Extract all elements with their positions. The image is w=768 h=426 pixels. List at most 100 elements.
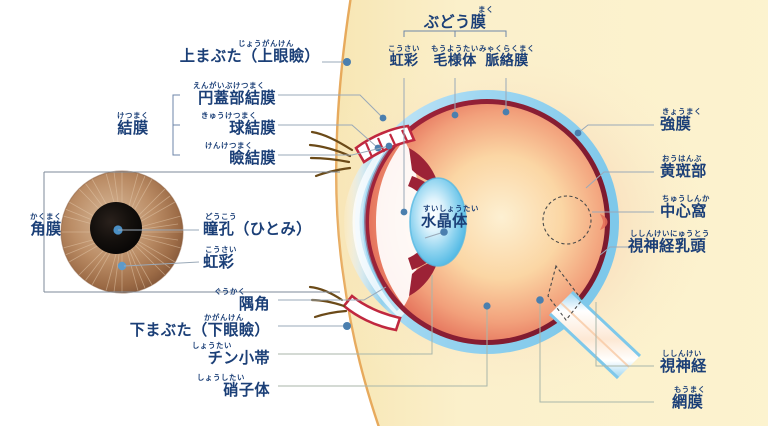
label-conjunctiva-group: けつまく 結膜: [100, 112, 166, 136]
leader-angle: [278, 286, 387, 301]
lens-shape: [409, 177, 467, 267]
leader-iris-front: [123, 261, 200, 267]
label-lens-text: 水晶体: [421, 211, 468, 230]
optic-disc-dashed-shape: [547, 264, 583, 321]
ruby-vitreous: しょうしたい: [197, 373, 245, 382]
label-sclera-text: 強膜: [660, 114, 692, 133]
bracket-uvea: [403, 30, 507, 37]
label-iris-top: こうさい 虹彩: [372, 45, 436, 68]
leader-lower-eyelid: [278, 322, 351, 330]
label-sclera: きょうまく 強膜: [660, 108, 740, 132]
iris-marker-dot: [117, 261, 127, 271]
label-fornix-conjunctiva: えんがいぶけつまく 円蓋部結膜: [182, 82, 276, 106]
ruby-conjunctiva-group: けつまく: [117, 111, 149, 120]
macula-dashed-circle: [542, 195, 592, 245]
ruby-lens: すいしょうたい: [423, 204, 479, 213]
dashed-callouts: [542, 195, 592, 321]
leader-ciliary-body: [451, 78, 459, 119]
leader-sclera: [574, 124, 654, 137]
label-cornea: かくまく 角膜: [16, 213, 76, 237]
leader-choroid: [502, 78, 510, 116]
ruby-fovea: ちゅうしんか: [662, 194, 710, 203]
label-cornea-text: 角膜: [30, 219, 62, 238]
label-conjunctiva-group-text: 結膜: [117, 118, 149, 137]
label-optic-nerve: ししんけい 視神経: [660, 350, 750, 374]
fovea-notch: [600, 214, 608, 230]
leader-retina: [536, 296, 654, 403]
ruby-iris-top: こうさい: [388, 44, 420, 53]
ruby-fornix-conjunctiva: えんがいぶけつまく: [193, 81, 265, 90]
label-angle-text: 隅角: [238, 294, 270, 313]
label-bulbar-conjunctiva: きゅうけつまく 球結膜: [182, 112, 276, 136]
label-iris-top-text: 虹彩: [389, 52, 419, 69]
label-iris-front: こうさい 虹彩: [203, 246, 283, 270]
label-bulbar-conjunctiva-text: 球結膜: [229, 118, 276, 137]
ruby-retina: もうまく: [674, 385, 706, 394]
label-iris-front-text: 虹彩: [203, 252, 235, 271]
label-upper-eyelid: じょうがんけん 上まぶた（上眼瞼）: [130, 40, 320, 64]
ruby-optic-disc: ししんけいにゅうとう: [630, 229, 710, 238]
upper-eyelid-shape: [354, 124, 416, 164]
ruby-ciliary-body: もうようたい: [431, 44, 479, 53]
label-choroid-text: 脈絡膜: [485, 52, 529, 69]
ruby-cornea: かくまく: [30, 212, 62, 221]
label-palpebral-conjunctiva: けんけつまく 瞼結膜: [182, 142, 276, 166]
label-pupil: どうこう 瞳孔（ひとみ）: [203, 213, 343, 237]
eyeball-cross-section: [344, 90, 642, 380]
ruby-sclera: きょうまく: [662, 107, 702, 116]
label-vitreous: しょうしたい 硝子体: [172, 374, 270, 398]
label-pupil-text: 瞳孔（ひとみ）: [203, 219, 312, 238]
label-ciliary-body: もうようたい 毛様体: [418, 45, 492, 68]
label-fornix-conjunctiva-text: 円蓋部結膜: [198, 88, 276, 107]
label-lower-eyelid: かがんけん 下まぶた（下眼瞼）: [110, 314, 270, 338]
label-choroid: みゃくらくまく 脈絡膜: [470, 45, 544, 68]
leader-vitreous: [278, 302, 491, 387]
label-retina: もうまく 網膜: [672, 386, 752, 410]
leader-optic-disc: [599, 246, 654, 256]
label-optic-nerve-text: 視神経: [660, 356, 707, 375]
ruby-choroid: みゃくらくまく: [479, 44, 535, 53]
ruby-upper-eyelid: じょうがんけん: [238, 39, 294, 48]
label-fovea: ちゅうしんか 中心窩: [660, 195, 750, 219]
leader-zonule: [278, 275, 433, 355]
bracket-cornea-box: [43, 171, 340, 293]
optic-nerve-shape: [548, 290, 642, 380]
label-lens: すいしょうたい 水晶体: [421, 205, 501, 229]
label-macula-text: 黄斑部: [660, 161, 707, 180]
upper-eyelashes: [308, 130, 354, 178]
leader-lens: [424, 228, 448, 239]
ruby-iris-front: こうさい: [205, 245, 237, 254]
ruby-angle: ぐうかく: [214, 287, 246, 296]
label-uvea-group: まく ぶどう膜: [410, 6, 500, 30]
label-uvea-group-text: ぶどう膜: [423, 12, 487, 31]
leader-palpebral-conjunctiva: [278, 142, 393, 156]
label-fovea-text: 中心窩: [660, 201, 707, 220]
leader-macula: [585, 171, 654, 189]
ruby-zonule: しょうたい: [192, 341, 232, 350]
label-palpebral-conjunctiva-text: 瞼結膜: [229, 148, 276, 167]
lower-eyelid-shape: [342, 294, 402, 332]
ruby-pupil: どうこう: [205, 212, 237, 221]
leader-upper-eyelid: [322, 58, 351, 66]
ruby-palpebral-conjunctiva: けんけつまく: [205, 141, 253, 150]
cornea-shape: [344, 126, 405, 320]
leader-fornix-conjunctiva: [278, 94, 387, 122]
label-angle: ぐうかく 隅角: [190, 288, 270, 312]
label-retina-text: 網膜: [672, 392, 704, 411]
label-ciliary-body-text: 毛様体: [433, 52, 477, 69]
bracket-conjunctiva: [172, 94, 180, 156]
label-optic-disc: ししんけいにゅうとう 視神経乳頭: [628, 230, 750, 254]
label-upper-eyelid-text: 上まぶた（上眼瞼）: [179, 46, 320, 65]
front-eye-inset: [60, 170, 184, 294]
label-vitreous-text: 硝子体: [223, 380, 270, 399]
ruby-lower-eyelid: かがんけん: [204, 313, 244, 322]
leader-optic-nerve: [595, 302, 654, 367]
ruby-bulbar-conjunctiva: きゅうけつまく: [201, 111, 257, 120]
label-zonule: しょうたい チン小帯: [160, 342, 270, 366]
label-lower-eyelid-text: 下まぶた（下眼瞼）: [129, 320, 270, 339]
ruby-optic-nerve: ししんけい: [662, 349, 702, 358]
leader-bulbar-conjunctiva: [278, 124, 382, 152]
ruby-macula: おうはんぶ: [662, 154, 702, 163]
